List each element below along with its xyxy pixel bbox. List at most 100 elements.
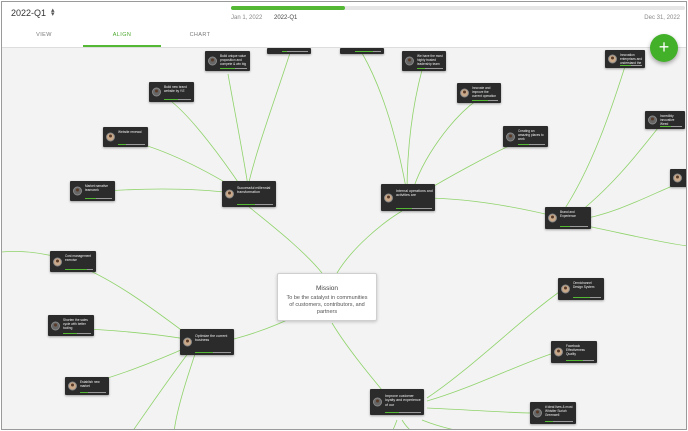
progress-fill (620, 65, 631, 66)
progress-fill (545, 421, 554, 422)
progress-fill (85, 198, 96, 199)
objective-card[interactable] (670, 169, 686, 187)
objective-card[interactable]: Website renewal (103, 127, 148, 147)
progress-track (355, 51, 381, 52)
progress-track (545, 421, 573, 422)
progress-fill (660, 126, 671, 127)
progress-fill (573, 297, 590, 298)
objective-card[interactable]: Innovate and improve the current operati… (457, 83, 501, 103)
objective-label: We have the most highly trusted leadersh… (417, 54, 443, 66)
progress-track (282, 51, 308, 52)
objective-label: Optimize the current business (195, 334, 228, 343)
timeline-end-date: Dec 31, 2022 (644, 15, 680, 21)
objective-card[interactable]: Innovation enterprises and understand th… (605, 50, 645, 68)
avatar (51, 321, 60, 330)
avatar (648, 115, 657, 125)
progress-fill (518, 144, 529, 145)
view-tabs: VIEW ALIGN CHART (2, 28, 242, 48)
objective-card[interactable]: We have the most highly trusted leadersh… (402, 51, 446, 71)
tab-view[interactable]: VIEW (36, 32, 52, 38)
timeline-current-period: 2022-Q1 (274, 15, 298, 21)
objective-card[interactable]: Market narrative teamwork (70, 181, 115, 201)
avatar (225, 189, 234, 199)
objective-card[interactable]: Facebook Effectiveness Quality (551, 341, 597, 363)
progress-track (417, 68, 443, 69)
progress-track (472, 100, 498, 101)
progress-track (573, 297, 601, 298)
objective-card[interactable]: Internal operations and activities are (381, 184, 435, 211)
timeline-progress (231, 6, 345, 10)
progress-track (220, 68, 247, 69)
objective-label: Innovate and improve the current operati… (472, 86, 497, 98)
progress-track (195, 352, 231, 353)
objective-card[interactable]: Optimize the current business (180, 329, 234, 355)
progress-fill (65, 269, 88, 270)
mission-statement: To be the catalyst in communities of cus… (286, 295, 368, 315)
progress-track (660, 126, 682, 127)
objective-card[interactable]: Establish new market (65, 377, 109, 395)
mission-card[interactable]: Mission To be the catalyst in communitie… (277, 273, 377, 321)
timeline-start-date: Jan 1, 2022 (231, 15, 263, 21)
avatar (533, 408, 542, 418)
objective-label: Facebook Effectiveness Quality (566, 344, 585, 356)
progress-track (118, 144, 145, 145)
objective-label: Shorten the sales cycle with better tool… (63, 318, 88, 330)
progress-track (237, 204, 273, 205)
avatar (73, 186, 82, 196)
avatar (208, 56, 217, 66)
objective-label: Incredibly innovative Weed (660, 114, 675, 126)
progress-fill (80, 392, 88, 393)
progress-fill (195, 352, 213, 353)
avatar (152, 87, 161, 97)
objective-card[interactable]: Successful millennial transformation (222, 181, 276, 207)
objective-card[interactable]: Incredibly innovative Weed (645, 111, 685, 129)
objective-card[interactable]: Shorten the sales cycle with better tool… (48, 315, 94, 336)
connection-lines (2, 52, 686, 429)
avatar (548, 213, 557, 223)
progress-track (80, 392, 106, 393)
avatar (106, 132, 115, 142)
mission-title: Mission (315, 285, 339, 292)
objective-label: Website renewal (118, 130, 142, 134)
progress-fill (385, 412, 400, 413)
active-tab-indicator (83, 45, 161, 47)
objective-card[interactable]: # ideal lives & most Whistler Suriah Gre… (530, 402, 576, 424)
tab-chart[interactable]: CHART (189, 32, 211, 38)
avatar (506, 132, 515, 141)
objective-label: Creating an amazing places to work (518, 129, 544, 141)
objective-card[interactable]: Build new brand website by Y.E (149, 82, 194, 102)
avatar (384, 193, 393, 202)
avatar (53, 257, 62, 266)
progress-track (518, 144, 545, 145)
objective-card[interactable] (340, 48, 384, 54)
progress-fill (282, 51, 288, 52)
sort-arrows-icon: ▴▾ (51, 7, 55, 18)
add-objective-button[interactable]: + (650, 34, 678, 62)
timeline-track[interactable] (231, 6, 685, 10)
avatar (460, 88, 469, 98)
objective-card[interactable]: Brand and Experience (545, 207, 591, 229)
progress-track (85, 198, 112, 199)
objective-label: Cost management exercise (65, 254, 92, 262)
progress-fill (560, 226, 570, 227)
avatar (373, 397, 382, 407)
objective-card[interactable] (267, 48, 311, 54)
objective-card[interactable]: Creating an amazing places to work (503, 126, 548, 147)
objective-label: Omnichannel Design System (573, 281, 595, 289)
objective-label: Brand and Experience (560, 210, 576, 218)
alignment-canvas[interactable]: Build unique value proposition and compe… (2, 47, 686, 429)
tab-align[interactable]: ALIGN (112, 32, 132, 38)
objective-card[interactable]: Omnichannel Design System (558, 278, 604, 300)
objective-label: Establish new market (80, 380, 100, 388)
objective-card[interactable]: Cost management exercise (50, 251, 96, 272)
objective-card[interactable]: Improve customer loyalty and experience … (370, 389, 424, 415)
progress-track (164, 99, 191, 100)
quarter-selector[interactable]: 2022-Q1 ▴▾ (11, 7, 55, 18)
progress-fill (164, 99, 178, 100)
objective-label: Improve customer loyalty and experience … (385, 394, 421, 407)
avatar (68, 381, 77, 391)
objective-card[interactable]: Build unique value proposition and compe… (205, 51, 250, 71)
objective-label: Innovation enterprises and understand th… (620, 53, 642, 65)
progress-fill (355, 51, 374, 52)
